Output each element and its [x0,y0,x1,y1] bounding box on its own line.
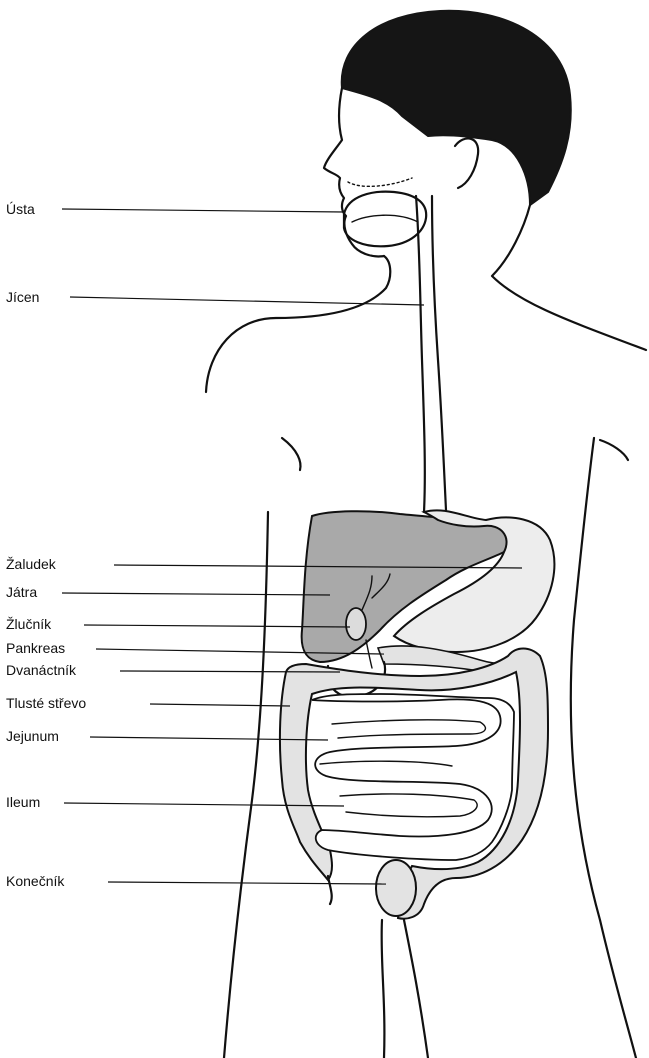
appendix [328,876,332,904]
leg-inner-left [382,920,385,1058]
small-intestine-loop-1 [332,720,485,738]
neck-back [492,205,646,350]
hair [342,11,571,205]
label-jejunum: Jejunum [6,729,59,743]
leader-tluste-strevo [150,704,290,706]
leader-jatra [62,593,330,595]
rectum [376,860,416,916]
label-dvanactnik: Dvanáctník [6,663,76,677]
ear [455,138,478,188]
label-zlucnik: Žlučník [6,617,51,631]
label-konecnik: Konečník [6,874,64,888]
label-jicen: Jícen [6,290,39,304]
small-intestine-loop-2 [340,794,477,817]
neck-shoulder-left [206,256,390,392]
leg-inner-right [404,920,428,1058]
tongue [352,215,418,222]
label-zaludek: Žaludek [6,557,56,571]
arm-left-inner [282,438,300,470]
esophagus-right-wall [432,196,446,510]
esophagus-left-wall [416,196,425,512]
gallbladder [346,608,366,640]
leader-konecnik [108,882,386,884]
face-outline [324,88,384,256]
oral-cavity [344,192,426,247]
small-intestine-outer [312,694,514,860]
leader-usta [62,209,344,212]
label-pankreas: Pankreas [6,641,65,655]
label-tluste-strevo: Tlusté střevo [6,696,86,710]
jaw-shadow [348,178,412,186]
label-jatra: Játra [6,585,37,599]
label-usta: Ústa [6,202,35,216]
label-ileum: Ileum [6,795,40,809]
torso-right [571,438,636,1058]
torso-right-top [600,440,628,460]
